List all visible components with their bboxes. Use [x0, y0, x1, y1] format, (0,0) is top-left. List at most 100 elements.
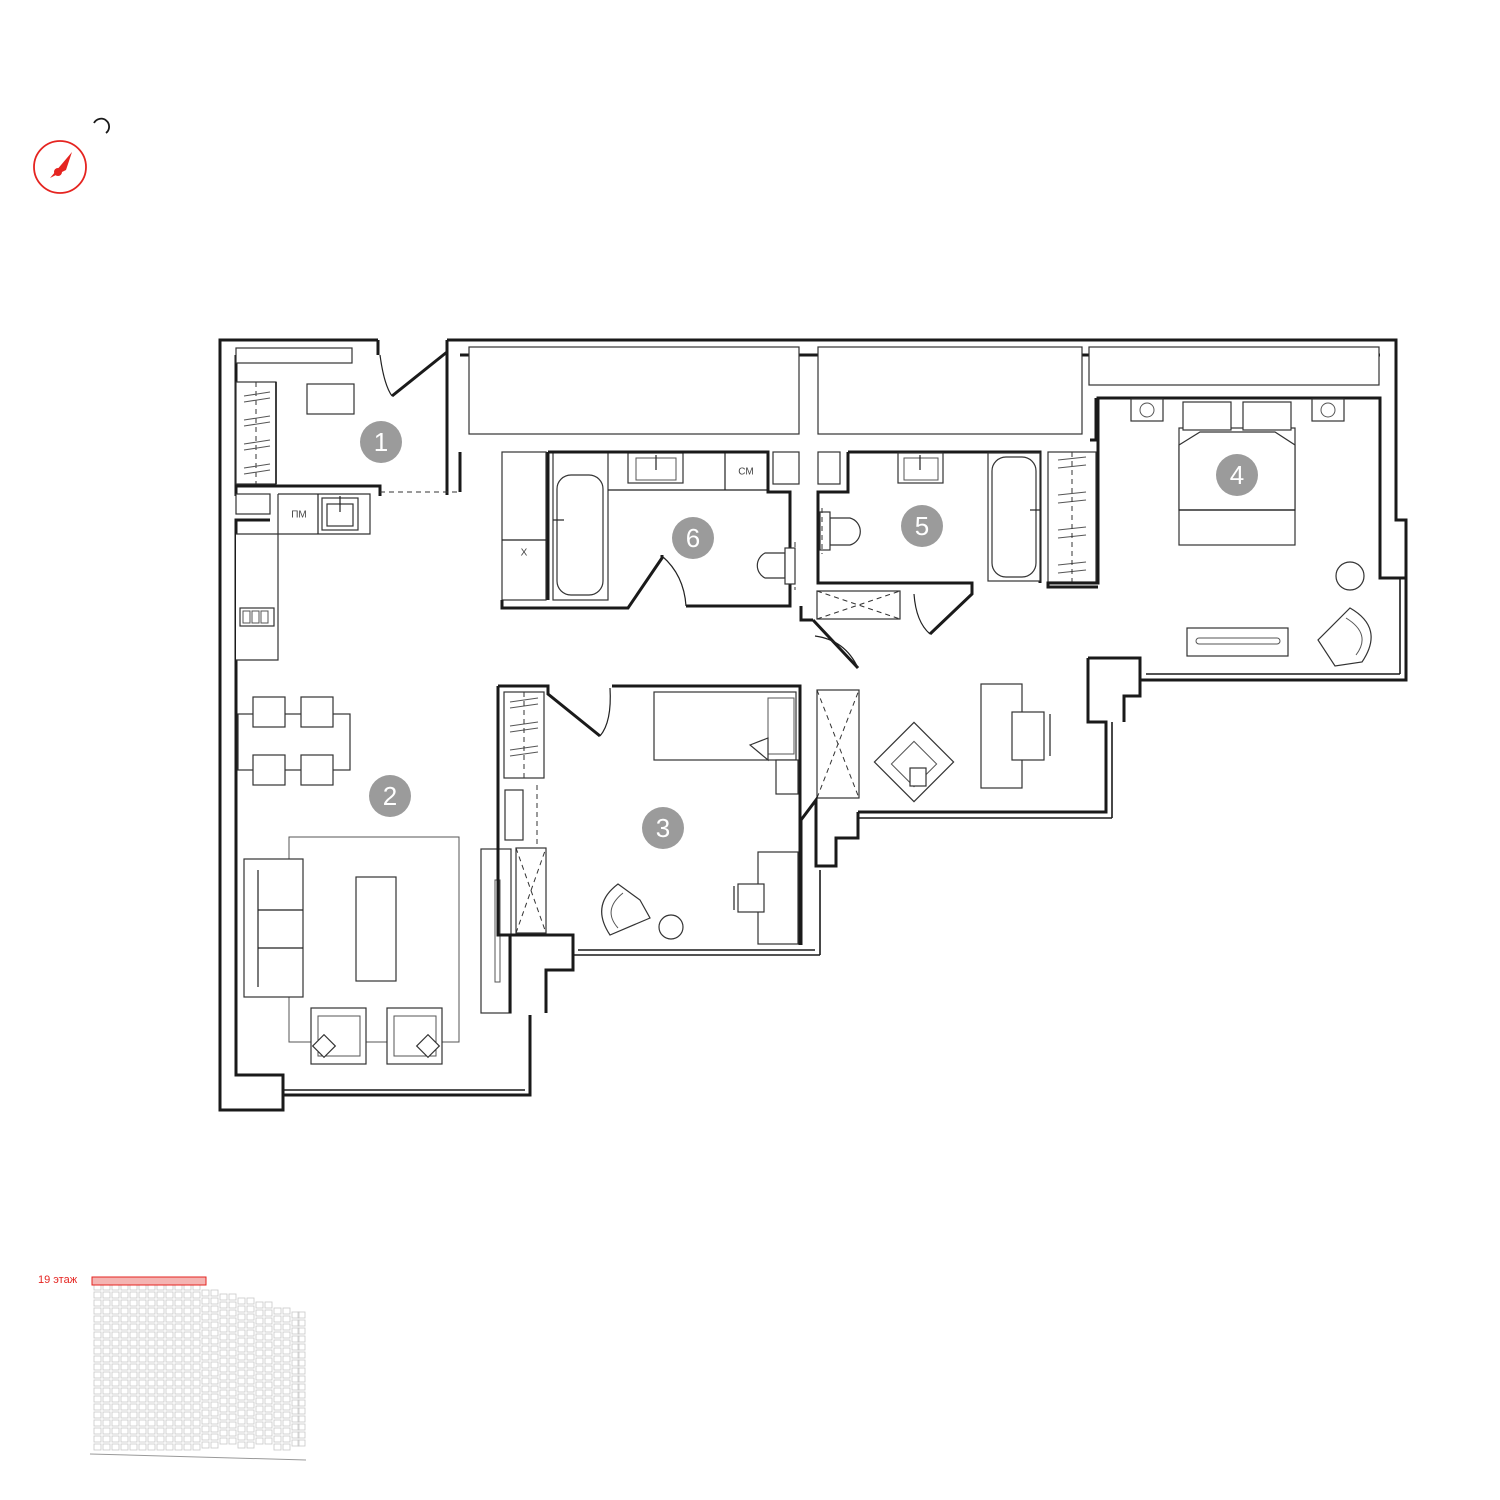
- building-window: [129, 1339, 138, 1347]
- building-window: [237, 1377, 246, 1385]
- building-window: [129, 1379, 138, 1387]
- building-window: [102, 1387, 111, 1395]
- building-window: [138, 1291, 147, 1299]
- room-badge-6[interactable]: 6: [672, 517, 714, 559]
- building-window: [192, 1315, 201, 1323]
- entrance-door[interactable]: [376, 340, 448, 398]
- bathroom-5: [816, 450, 1097, 636]
- room-badge-4[interactable]: 4: [1216, 454, 1258, 496]
- building-window: [102, 1355, 111, 1363]
- building-window: [201, 1289, 210, 1297]
- building-window: [291, 1407, 300, 1415]
- room-badge-3[interactable]: 3: [642, 807, 684, 849]
- building-window: [174, 1331, 183, 1339]
- building-window: [129, 1419, 138, 1427]
- building-window: [291, 1391, 300, 1399]
- building-window: [111, 1427, 120, 1435]
- building-window: [93, 1371, 102, 1379]
- building-window: [273, 1411, 282, 1419]
- building-window: [291, 1439, 300, 1447]
- building-window: [282, 1371, 291, 1379]
- building-window: [246, 1345, 255, 1353]
- building-window: [282, 1427, 291, 1435]
- building-window: [255, 1349, 264, 1357]
- building-window: [237, 1385, 246, 1393]
- building-window: [174, 1435, 183, 1443]
- building-window: [156, 1323, 165, 1331]
- building-window: [228, 1325, 237, 1333]
- building-window: [273, 1363, 282, 1371]
- building-window: [210, 1401, 219, 1409]
- building-window: [138, 1339, 147, 1347]
- building-window: [210, 1377, 219, 1385]
- building-window: [192, 1323, 201, 1331]
- building-window: [201, 1353, 210, 1361]
- building-window: [102, 1427, 111, 1435]
- building-window: [165, 1315, 174, 1323]
- building-window: [246, 1329, 255, 1337]
- building-window: [147, 1379, 156, 1387]
- building-window: [297, 1375, 306, 1383]
- building-window: [291, 1423, 300, 1431]
- building-window: [138, 1387, 147, 1395]
- building-window: [93, 1355, 102, 1363]
- building-window: [219, 1357, 228, 1365]
- building-window: [219, 1325, 228, 1333]
- building-window: [147, 1427, 156, 1435]
- building-window: [210, 1329, 219, 1337]
- building-window: [237, 1321, 246, 1329]
- building-window: [138, 1355, 147, 1363]
- building-window: [183, 1299, 192, 1307]
- building-window: [255, 1341, 264, 1349]
- building-window: [129, 1371, 138, 1379]
- building-window: [102, 1443, 111, 1451]
- building-window: [291, 1367, 300, 1375]
- building-window: [183, 1379, 192, 1387]
- building-window: [228, 1349, 237, 1357]
- floor-indicator[interactable]: 19 этаж: [38, 1274, 307, 1461]
- dishwasher-label: ПМ: [291, 510, 307, 521]
- building-window: [183, 1395, 192, 1403]
- building-window: [237, 1425, 246, 1433]
- building-window: [183, 1411, 192, 1419]
- building-window: [273, 1419, 282, 1427]
- building-window: [273, 1443, 282, 1451]
- building-window: [183, 1443, 192, 1451]
- building-window: [210, 1353, 219, 1361]
- building-window: [93, 1403, 102, 1411]
- building-window: [201, 1441, 210, 1449]
- building-window: [210, 1409, 219, 1417]
- building-window: [129, 1411, 138, 1419]
- room-badge-1[interactable]: 1: [360, 421, 402, 463]
- building-window: [183, 1355, 192, 1363]
- compass-icon[interactable]: [33, 117, 110, 194]
- building-window: [246, 1409, 255, 1417]
- room-badge-2[interactable]: 2: [369, 775, 411, 817]
- building-window: [120, 1291, 129, 1299]
- hallway: [235, 381, 460, 515]
- building-window: [255, 1333, 264, 1341]
- building-window: [183, 1323, 192, 1331]
- building-window: [111, 1419, 120, 1427]
- top-storage: [235, 346, 1380, 435]
- building-window: [174, 1307, 183, 1315]
- building-window: [255, 1437, 264, 1445]
- building-window: [228, 1301, 237, 1309]
- building-window: [264, 1405, 273, 1413]
- building-window: [228, 1341, 237, 1349]
- building-window: [282, 1435, 291, 1443]
- building-window: [246, 1425, 255, 1433]
- building-window: [156, 1443, 165, 1451]
- building-window: [183, 1315, 192, 1323]
- building-window: [282, 1443, 291, 1451]
- building-window: [237, 1441, 246, 1449]
- building-window: [228, 1405, 237, 1413]
- current-floor-highlight: [91, 1276, 207, 1286]
- building-window: [138, 1315, 147, 1323]
- building-window: [102, 1419, 111, 1427]
- building-window: [183, 1403, 192, 1411]
- building-window: [228, 1413, 237, 1421]
- room-badge-5[interactable]: 5: [901, 505, 943, 547]
- building-window: [264, 1365, 273, 1373]
- building-window: [192, 1387, 201, 1395]
